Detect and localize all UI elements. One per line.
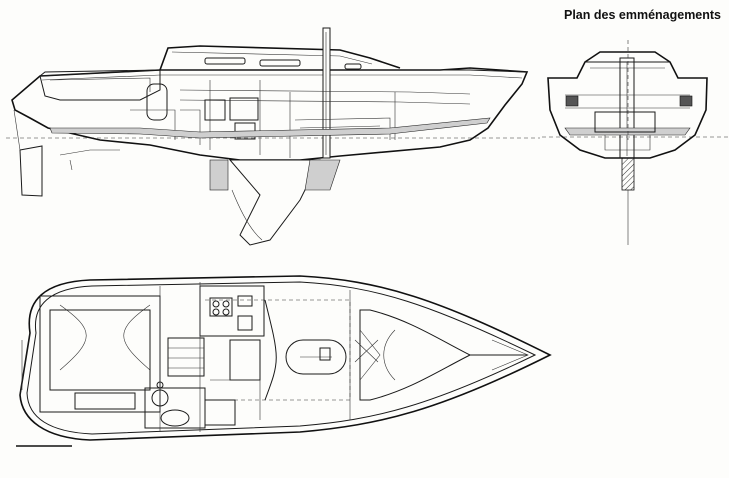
coachroof bbox=[159, 45, 401, 71]
rudder bbox=[19, 145, 43, 197]
mast bbox=[322, 27, 331, 159]
saloon-table bbox=[285, 339, 347, 375]
drawing-title: Plan des emménagements bbox=[564, 8, 722, 22]
section-keel-stub bbox=[621, 157, 635, 191]
heads bbox=[144, 387, 206, 429]
mast-step bbox=[319, 347, 331, 361]
side-cabin-sole bbox=[49, 117, 491, 139]
side-hull-outline bbox=[11, 67, 529, 161]
section-hull-outline bbox=[547, 51, 708, 159]
plan-view bbox=[16, 275, 552, 447]
plan-hull-outline bbox=[19, 275, 552, 441]
cockpit bbox=[39, 69, 161, 101]
companionway bbox=[167, 337, 205, 377]
side-elevation-view bbox=[6, 27, 540, 246]
keel bbox=[228, 159, 321, 246]
section-view bbox=[542, 40, 729, 245]
forepeak bbox=[359, 309, 472, 401]
